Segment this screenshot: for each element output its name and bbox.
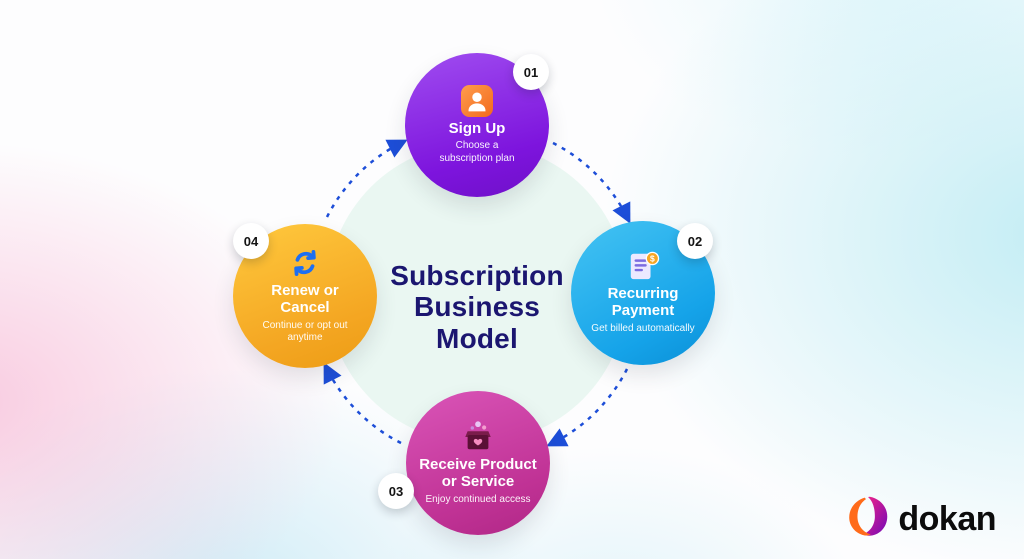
invoice-coin-icon: $	[626, 250, 660, 282]
step-title: Recurring Payment	[607, 285, 679, 320]
step-title: Renew or Cancel	[271, 282, 339, 316]
step-title: Receive Product or Service	[419, 456, 537, 491]
step-title: Sign Up	[448, 119, 506, 137]
arrow-right-to-bottom	[546, 368, 629, 447]
step-number-badge-3: 03	[378, 473, 414, 509]
brand-name: dokan	[898, 499, 996, 538]
step-subtitle: Get billed automatically	[591, 323, 695, 335]
diagram-title-line3: Model	[436, 322, 518, 354]
step-subtitle: Enjoy continued access	[425, 494, 531, 506]
brand-logo: dokan	[846, 494, 996, 543]
step-subtitle: Continue or opt out anytime	[262, 319, 348, 344]
arrow-top-to-right	[552, 141, 631, 224]
diagram-title: Subscription Business Model	[352, 260, 602, 354]
step-number-badge-2: 02	[677, 223, 713, 259]
step-circle-receive-product: Receive Product or Service Enjoy continu…	[406, 391, 550, 535]
package-heart-icon	[461, 419, 495, 453]
step-number-badge-1: 01	[513, 54, 549, 90]
user-icon	[461, 84, 493, 117]
step-number-badge-4: 04	[233, 223, 269, 259]
diagram-title-line2: Business	[413, 291, 541, 323]
step-subtitle: Choose a subscription plan	[439, 140, 515, 164]
arrow-bottom-to-left	[323, 362, 402, 445]
arrow-left-to-top	[325, 139, 408, 218]
svg-text:$: $	[650, 254, 655, 264]
diagram-title-line1: Subscription	[390, 260, 564, 291]
refresh-icon	[289, 247, 321, 279]
dokan-logo-icon	[846, 494, 890, 543]
